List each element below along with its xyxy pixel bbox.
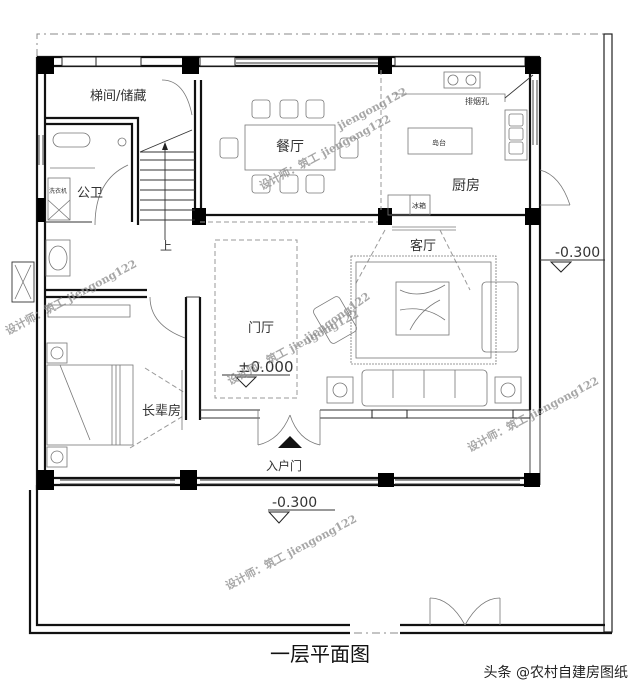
elevation-markers bbox=[222, 259, 605, 524]
columns bbox=[37, 57, 540, 490]
fixture-label-vent: 排烟孔 bbox=[465, 96, 489, 106]
watermark: jiengong122 bbox=[301, 290, 372, 345]
watermark: 设计师：筑工 jiengong122 bbox=[465, 373, 601, 454]
fixture-label-washer: 洗衣机 bbox=[49, 187, 67, 195]
room-label-stair-storage: 梯间/储藏 bbox=[90, 89, 146, 104]
elevation-label-south: -0.300 bbox=[272, 495, 317, 511]
entrance-double-door bbox=[257, 410, 321, 448]
entrance-arrow-icon bbox=[278, 436, 302, 448]
source-credit: 头条 @农村自建房图纸 bbox=[483, 665, 628, 681]
room-label-elder-bedroom: 长辈房 bbox=[142, 403, 181, 419]
doors bbox=[94, 79, 571, 448]
fixture-label-fridge: 冰箱 bbox=[412, 201, 426, 210]
fixture-label-island: 岛台 bbox=[432, 138, 446, 147]
room-label-dining: 餐厅 bbox=[276, 139, 304, 155]
watermark: 设计师：筑工 jiengong122 bbox=[223, 511, 359, 592]
courtyard-wall bbox=[28, 485, 612, 635]
drawing-title: 一层平面图 bbox=[270, 642, 370, 666]
room-label-public-bath: 公卫 bbox=[77, 186, 103, 201]
exterior-walls bbox=[35, 55, 542, 490]
bedroom-furniture bbox=[46, 304, 186, 468]
elevation-label-east: -0.300 bbox=[555, 245, 600, 261]
room-label-entrance-door: 入户门 bbox=[266, 458, 302, 473]
living-room-set bbox=[313, 226, 522, 407]
bathroom-fixtures bbox=[11, 132, 127, 303]
foyer-rug bbox=[214, 239, 298, 399]
room-labels: 梯间/储藏 餐厅 厨房 公卫 客厅 门厅 长辈房 入户门 排烟孔 岛台 冰箱 洗… bbox=[49, 89, 600, 511]
watermarks: 设计师：筑工 jiengong122 jiengong122 设计师：筑工 ji… bbox=[3, 85, 601, 593]
dining-set bbox=[219, 99, 359, 194]
room-label-living: 客厅 bbox=[410, 238, 436, 254]
elevation-label-foyer: ±0.000 bbox=[238, 358, 294, 376]
kitchen-fixtures bbox=[387, 71, 534, 216]
staircase bbox=[139, 129, 195, 240]
stair-up-label: 上 bbox=[160, 239, 172, 253]
room-label-kitchen: 厨房 bbox=[452, 178, 480, 194]
room-label-foyer: 门厅 bbox=[248, 321, 274, 336]
courtyard-gate bbox=[429, 597, 501, 626]
